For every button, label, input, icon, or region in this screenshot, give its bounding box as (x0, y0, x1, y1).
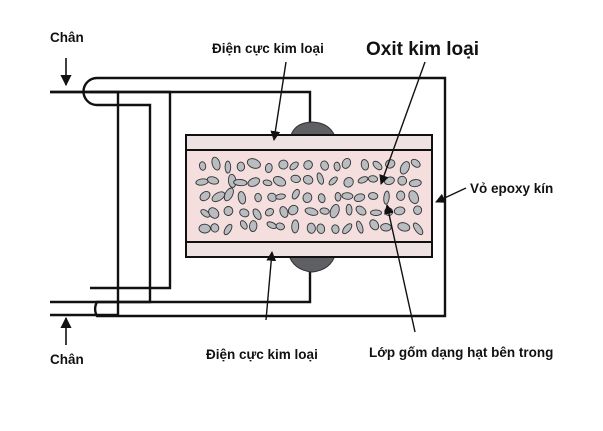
ceramic-grain (252, 208, 262, 220)
ceramic-grain (331, 224, 340, 234)
ceramic-grain (254, 192, 262, 203)
ceramic-grain (198, 161, 207, 171)
ceramic-grain (399, 161, 410, 175)
ceramic-grain (302, 175, 314, 185)
ceramic-grain (353, 193, 366, 203)
ceramic-grain (247, 177, 261, 187)
ceramic-grain (208, 207, 220, 219)
ceramic-grain (412, 222, 424, 236)
ceramic-grain (380, 223, 392, 232)
ceramic-grain (317, 193, 326, 204)
ceramic-grain (272, 176, 287, 187)
ceramic-grain (236, 161, 246, 172)
ceramic-grain (370, 209, 382, 216)
epoxy-case-outline (50, 90, 120, 317)
ceramic-grain (246, 158, 261, 169)
ceramic-grain (200, 209, 211, 218)
electrode-bottom-arrow (265, 251, 277, 321)
ceramic-layer-label: Lớp gốm dạng hạt bên trong (369, 345, 553, 360)
ceramic-grain (291, 188, 300, 200)
ceramic-grain (210, 223, 220, 233)
lead-wire-top-inner (90, 90, 172, 290)
ceramic-grain (410, 158, 421, 168)
ceramic-grain (397, 175, 408, 186)
metal-oxide-label: Oxit kim loại (366, 39, 479, 60)
lead-wire-top (50, 90, 312, 134)
ceramic-grain (397, 222, 411, 232)
electrode-plate-top (185, 134, 433, 151)
ceramic-grain (279, 206, 289, 218)
ceramic-grain (316, 172, 324, 185)
ceramic-grain (198, 223, 211, 234)
pin-label-top: Chân (50, 30, 84, 45)
ceramic-grain (237, 191, 247, 205)
ceramic-grain (267, 192, 277, 202)
ceramic-grain (264, 208, 275, 217)
pin-label-bottom: Chân (50, 352, 84, 367)
ceramic-grain (367, 175, 379, 183)
ceramic-grain (393, 206, 406, 216)
ceramic-grain (343, 177, 354, 188)
ceramic-grain (275, 222, 285, 231)
ceramic-grain (342, 223, 353, 235)
ceramic-grain (199, 190, 211, 202)
electrode-label-bottom: Điện cực kim loại (206, 347, 318, 362)
ceramic-grain (360, 159, 370, 171)
ceramic-grain (264, 162, 273, 174)
ceramic-grain (290, 174, 301, 184)
ceramic-grain (341, 192, 354, 200)
epoxy-case-arrow (435, 187, 467, 203)
ceramic-grains (195, 156, 424, 236)
ceramic-grain (355, 205, 367, 216)
ceramic-grain (211, 191, 226, 203)
ceramic-grain (345, 203, 353, 216)
ceramic-grain (320, 160, 329, 171)
epoxy-case-shell (82, 76, 447, 318)
ceramic-grain (306, 222, 316, 234)
ceramic-grain (223, 187, 234, 202)
ceramic-layer-arrow (384, 204, 416, 333)
ceramic-grain (304, 207, 319, 216)
ceramic-grain (334, 192, 342, 202)
ceramic-grain (223, 206, 234, 216)
ceramic-grain (224, 160, 232, 174)
ceramic-grain (233, 179, 248, 187)
electrode-label-top: Điện cực kim loại (212, 41, 324, 56)
ceramic-grain (303, 160, 313, 170)
ceramic-grain (408, 190, 420, 204)
ceramic-grain (413, 205, 423, 215)
ceramic-grain (278, 159, 289, 170)
ceramic-grain (275, 193, 286, 200)
ceramic-grain (249, 220, 258, 233)
ceramic-grain (287, 204, 299, 216)
ceramic-grain (223, 223, 233, 236)
ceramic-grain (239, 220, 248, 230)
ceramic-grain (262, 179, 273, 187)
ceramic-grain (319, 207, 330, 215)
ceramic-grain (291, 219, 300, 234)
ceramic-grain (206, 176, 220, 185)
ceramic-grain (369, 219, 380, 231)
ceramic-grain (333, 161, 341, 172)
ceramic-grain (357, 176, 369, 184)
ceramic-grain (289, 161, 299, 171)
ceramic-grain (367, 192, 379, 200)
metal-oxide-arrow (379, 61, 426, 185)
lead-wire-bottom (50, 262, 312, 304)
ceramic-grain (329, 204, 340, 219)
ceramic-grain (372, 160, 383, 171)
ceramic-grain (316, 223, 326, 234)
ceramic-grain (396, 190, 406, 201)
electrode-top-arrow (270, 61, 287, 141)
ceramic-grain (356, 220, 364, 234)
ceramic-grain (341, 157, 352, 169)
ceramic-grain (302, 192, 313, 204)
ceramic-grain (211, 156, 221, 171)
ceramic-grain (239, 208, 250, 218)
electrode-plate-bottom (185, 241, 433, 258)
ceramic-grain (408, 179, 422, 188)
epoxy-case-label: Vỏ epoxy kín (470, 181, 553, 196)
ceramic-grain (328, 176, 338, 186)
